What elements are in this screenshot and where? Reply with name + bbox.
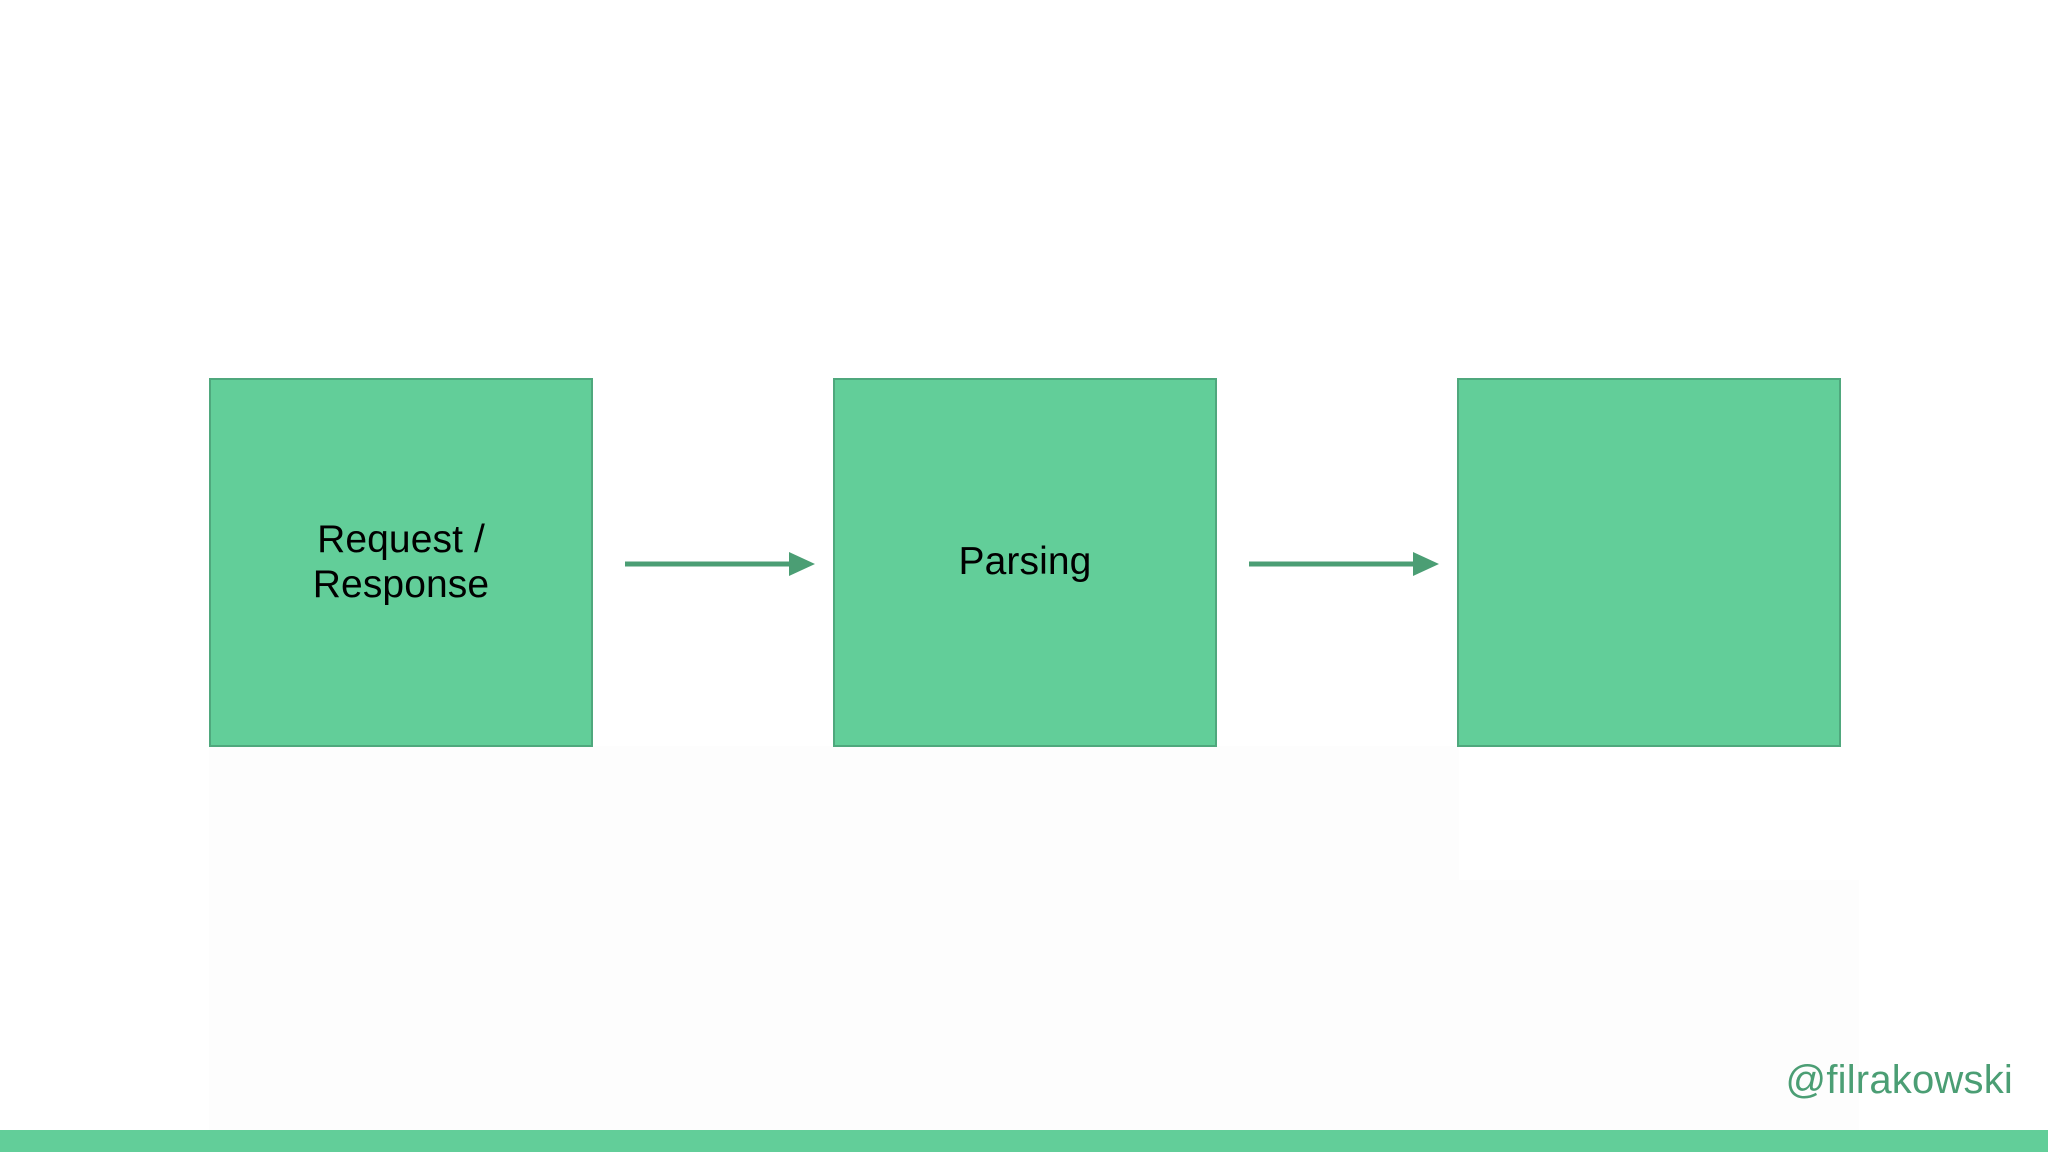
flow-connector-2[interactable] [1249,541,1439,587]
flow-connector-1[interactable] [625,541,815,587]
arrow-right-icon [625,552,815,576]
flow-node-label: Parsing [958,540,1092,584]
footer-accent-bar [0,1130,2048,1152]
watermark-handle: @filrakowski [1785,1058,2013,1102]
background-panel [209,746,1459,936]
background-panel-secondary [209,880,1859,1130]
flow-node-parsing[interactable]: Parsing [833,378,1217,747]
flow-node-label: Request / Response [312,518,490,606]
arrow-right-icon [1249,552,1439,576]
flow-node-empty[interactable] [1457,378,1841,747]
flow-node-request-response[interactable]: Request / Response [209,378,593,747]
